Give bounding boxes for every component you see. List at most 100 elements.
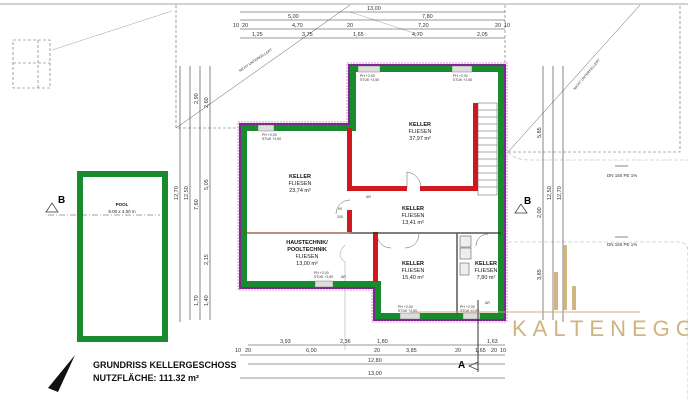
svg-text:10: 10 — [504, 23, 510, 29]
room-label-5: KELLER FLIESEN 15,40 m² — [402, 261, 425, 281]
technical-units — [459, 235, 472, 276]
svg-text:6,00: 6,00 — [306, 348, 317, 354]
svg-text:PH +2,00: PH +2,00 — [262, 133, 277, 137]
dimensions-bottom: 3,93 2,36 1,80 1,63 10 20 6,00 20 3,85 2… — [235, 339, 506, 379]
svg-text:FLIESEN: FLIESEN — [289, 181, 312, 187]
pool-size: 8.00 x 4.00 m — [108, 209, 136, 214]
svg-text:13,00 m²: 13,00 m² — [296, 261, 318, 267]
svg-text:12,70: 12,70 — [174, 186, 180, 200]
svg-text:10: 10 — [500, 348, 506, 354]
svg-text:1,80: 1,80 — [377, 339, 388, 345]
svg-text:STUK +2,50: STUK +2,50 — [398, 309, 417, 313]
svg-text:PH +2,00: PH +2,00 — [398, 305, 413, 309]
plan-title: GRUNDRISS KELLERGESCHOSS NUTZFLÄCHE: 111… — [93, 360, 237, 383]
svg-text:1,40: 1,40 — [204, 295, 210, 306]
svg-text:4,70: 4,70 — [292, 23, 303, 29]
svg-text:STUK +2,50: STUK +2,50 — [460, 309, 479, 313]
svg-text:FLIESEN: FLIESEN — [402, 213, 425, 219]
svg-text:13,00: 13,00 — [368, 371, 382, 377]
room-label-4: HAUSTECHNIK/ POOLTECHNIK FLIESEN 13,00 m… — [286, 240, 328, 267]
svg-text:KELLER: KELLER — [409, 122, 431, 128]
svg-text:B: B — [524, 196, 531, 207]
svg-text:STUK +2,50: STUK +2,50 — [453, 78, 472, 82]
svg-text:7,20: 7,20 — [418, 23, 429, 29]
svg-text:12,70: 12,70 — [557, 186, 563, 200]
svg-text:2,60: 2,60 — [204, 97, 210, 108]
svg-text:1,25: 1,25 — [252, 32, 263, 38]
svg-text:3,75: 3,75 — [302, 32, 313, 38]
kaltenegger-logo: KALTENEGGER — [410, 245, 688, 341]
svg-text:2,15: 2,15 — [204, 254, 210, 265]
svg-text:2,05: 2,05 — [477, 32, 488, 38]
room-label-1: KELLER FLIESEN 37,97 m² — [409, 122, 432, 142]
svg-text:KALTENEGGER: KALTENEGGER — [512, 316, 688, 341]
svg-text:FLIESEN: FLIESEN — [402, 268, 425, 274]
svg-text:KELLER: KELLER — [289, 174, 311, 180]
dimensions-left: 12,70 12,50 7,60 2,90 2,60 5,05 2,15 1,7… — [174, 66, 211, 322]
svg-text:20: 20 — [242, 23, 248, 29]
north-arrow-icon — [48, 355, 75, 392]
svg-text:KELLER: KELLER — [402, 261, 424, 267]
svg-text:20: 20 — [347, 23, 353, 29]
boundary-note-right: NICHT UNTERKELLERT — [573, 57, 602, 90]
svg-text:20: 20 — [455, 348, 461, 354]
svg-text:FLIESEN: FLIESEN — [475, 268, 498, 274]
svg-text:B: B — [58, 195, 65, 206]
svg-text:PH +2,00: PH +2,00 — [460, 305, 475, 309]
windows — [257, 65, 481, 320]
svg-text:AR: AR — [366, 195, 371, 199]
svg-text:4,70: 4,70 — [412, 32, 423, 38]
svg-text:KELLER: KELLER — [475, 261, 497, 267]
svg-text:7,80 m²: 7,80 m² — [477, 275, 496, 281]
section-marker-b-left: B — [45, 195, 65, 213]
svg-text:13,41 m²: 13,41 m² — [402, 220, 424, 226]
svg-text:STUK +2,50: STUK +2,50 — [360, 78, 379, 82]
svg-text:12,80: 12,80 — [368, 358, 382, 364]
svg-text:2,00: 2,00 — [537, 207, 543, 218]
staircase — [477, 102, 498, 196]
exterior-wall — [241, 66, 504, 319]
svg-text:FLIESEN: FLIESEN — [296, 254, 319, 260]
svg-text:POOLTECHNIK: POOLTECHNIK — [287, 247, 327, 253]
svg-text:12,50: 12,50 — [184, 186, 190, 200]
window-notes: PH +2,00 STUK +2,50 PH +2,00 STUK +2,50 … — [262, 74, 490, 313]
svg-text:AR: AR — [485, 301, 490, 305]
svg-text:NUTZFLÄCHE: 111.32 m²: NUTZFLÄCHE: 111.32 m² — [93, 373, 199, 383]
svg-text:A: A — [458, 360, 465, 371]
svg-text:PH +2,00: PH +2,00 — [314, 271, 329, 275]
svg-text:GRUNDRISS KELLERGESCHOSS: GRUNDRISS KELLERGESCHOSS — [93, 360, 237, 370]
svg-text:PH +2,00: PH +2,00 — [453, 74, 468, 78]
drain-notes: DN 150 PE 1% DN 150 PE 1% — [607, 165, 637, 247]
svg-text:5,00: 5,00 — [288, 14, 299, 20]
svg-text:1,65: 1,65 — [353, 32, 364, 38]
insulation-line — [239, 64, 506, 321]
interior-walls — [347, 103, 478, 282]
outer-boundary — [237, 62, 508, 323]
svg-text:STUK +2,50: STUK +2,50 — [262, 137, 281, 141]
svg-text:FLIESEN: FLIESEN — [409, 129, 432, 135]
building: KELLER FLIESEN 37,97 m² KELLER FLIESEN 2… — [237, 62, 508, 323]
svg-text:1,70: 1,70 — [194, 295, 200, 306]
svg-text:DN 150 PE 1%: DN 150 PE 1% — [607, 242, 637, 247]
svg-text:AR: AR — [341, 275, 346, 279]
boundary-note: NICHT UNTERKELLERT — [238, 47, 273, 73]
svg-text:7,80: 7,80 — [422, 14, 433, 20]
svg-text:20: 20 — [245, 348, 251, 354]
svg-text:1,65: 1,65 — [475, 348, 486, 354]
section-marker-b-right: B — [514, 196, 531, 214]
svg-text:5,85: 5,85 — [537, 127, 543, 138]
svg-text:3,93: 3,93 — [280, 339, 291, 345]
svg-text:23,74 m²: 23,74 m² — [289, 188, 311, 194]
svg-text:1,63: 1,63 — [487, 339, 498, 345]
room-label-3: KELLER FLIESEN 13,41 m² — [402, 206, 425, 226]
svg-text:3,85: 3,85 — [406, 348, 417, 354]
shed-outline — [12, 39, 51, 89]
room-label-6: KELLER FLIESEN 7,80 m² — [475, 261, 498, 281]
svg-text:15,40 m²: 15,40 m² — [402, 275, 424, 281]
dimensions-top: 13,00 5,00 7,80 10 20 4,70 20 7,20 20 10… — [233, 6, 510, 39]
svg-text:3,85: 3,85 — [537, 269, 543, 280]
svg-text:KELLER: KELLER — [402, 206, 424, 212]
svg-text:STUK +2,50: STUK +2,50 — [314, 275, 333, 279]
svg-text:200: 200 — [337, 215, 343, 219]
